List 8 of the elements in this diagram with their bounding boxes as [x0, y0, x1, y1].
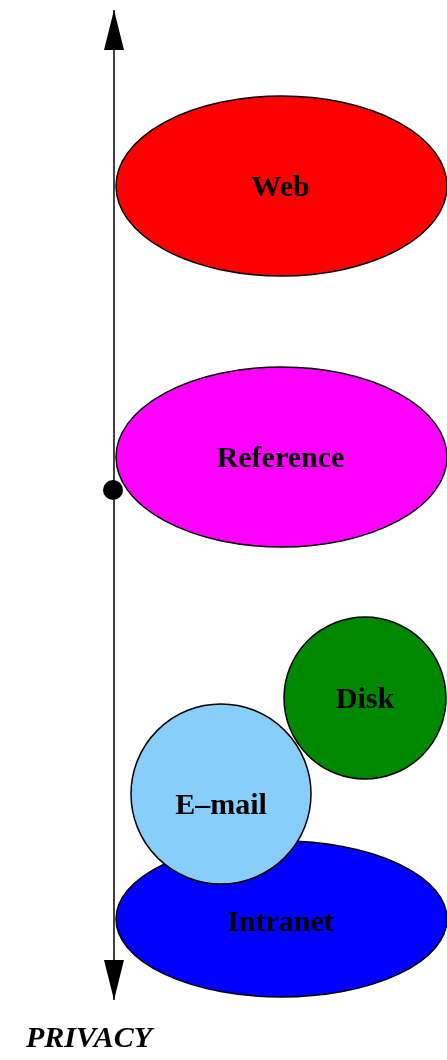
- axis-label: PRIVACY: [26, 1020, 153, 1054]
- node-label: Disk: [334, 681, 396, 715]
- node-label: Intranet: [226, 904, 335, 938]
- circle-node: [283, 616, 447, 780]
- circle-node: [130, 703, 312, 885]
- node-label: E–mail: [174, 787, 268, 821]
- node-label: Web: [250, 169, 311, 203]
- node-label: Reference: [215, 440, 346, 474]
